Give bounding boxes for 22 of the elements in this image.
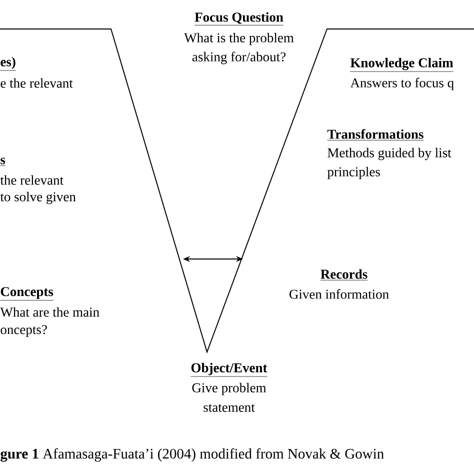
description-text: Answers to focus q: [350, 78, 454, 90]
description-text: Give problem: [192, 382, 266, 396]
description-text: Methods guided by list: [328, 148, 452, 160]
heading: Focus Question: [194, 12, 284, 26]
description-text: asking for/about?: [192, 52, 286, 64]
description-text: e the relevant: [0, 78, 73, 88]
description-text: What is the problem: [184, 32, 294, 46]
description-text: to solve given: [0, 192, 76, 204]
heading: Object/Event: [190, 362, 268, 377]
heading: es): [0, 56, 16, 71]
description-text: What are the main: [0, 307, 100, 317]
description-text: principles: [327, 166, 380, 180]
figure-caption: gure 1 Afamasaga-Fuata’i (2004) modified from Novak & Gowin: [0, 448, 384, 462]
heading: Concepts: [0, 287, 54, 300]
description-text: statement: [204, 404, 255, 412]
description-text: the relevant: [0, 175, 64, 185]
heading: Transformations: [327, 129, 424, 140]
heading: Records: [320, 269, 368, 280]
description-text: oncepts?: [0, 325, 47, 337]
heading: s: [0, 158, 6, 166]
heading: Knowledge Claim: [350, 58, 454, 72]
description-text: Given information: [290, 289, 389, 299]
